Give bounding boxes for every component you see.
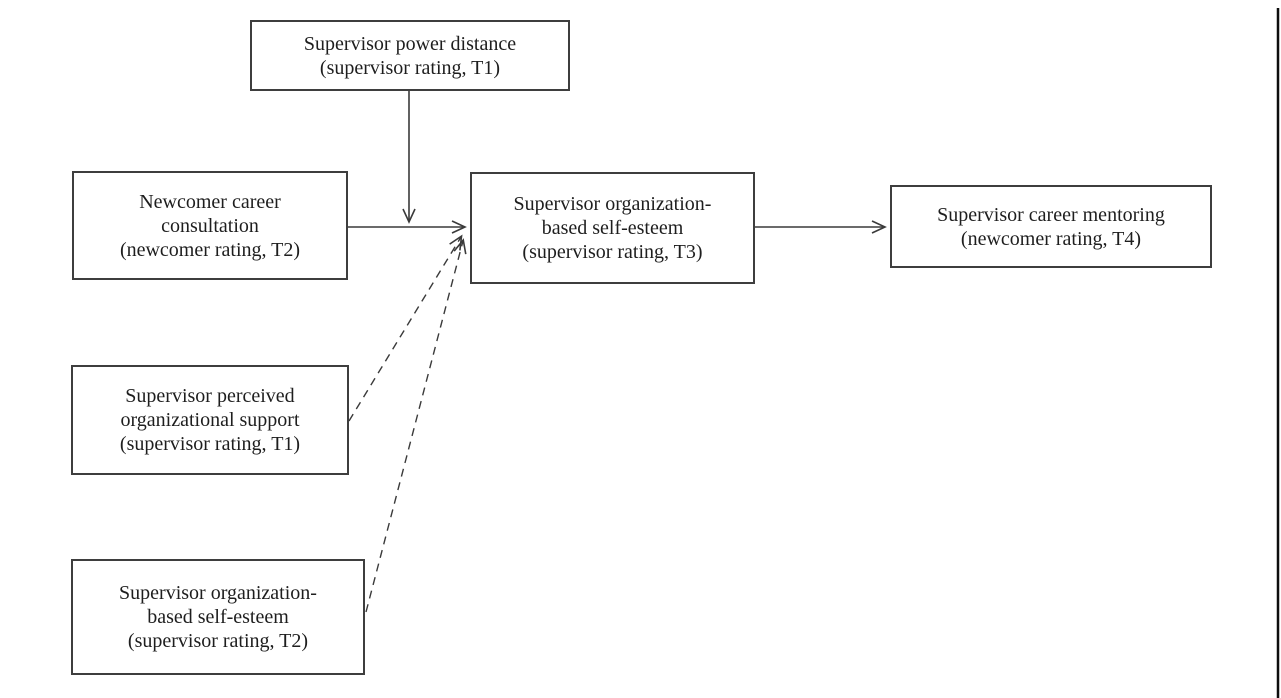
node-supervisor-power-distance: Supervisor power distance (supervisor ra… [250,20,570,91]
node-supervisor-obse-t2: Supervisor organization- based self-este… [71,559,365,675]
node-label-supervisor-career-mentoring: Supervisor career mentoring (newcomer ra… [937,203,1165,250]
node-supervisor-obse-t3: Supervisor organization- based self-este… [470,172,755,284]
node-label-supervisor-obse-t2: Supervisor organization- based self-este… [119,582,317,652]
node-label-supervisor-power-distance: Supervisor power distance (supervisor ra… [303,32,517,79]
node-supervisor-career-mentoring: Supervisor career mentoring (newcomer ra… [890,185,1212,268]
node-newcomer-career-consultation: Newcomer career consultation (newcomer r… [72,171,348,280]
node-label-supervisor-obse-t3: Supervisor organization- based self-este… [513,193,712,263]
node-supervisor-pos-t1: Supervisor perceived organizational supp… [71,365,349,475]
edge-pos-to-obse3-dashed-arrow [348,234,463,422]
node-label-supervisor-pos-t1: Supervisor perceived organizational supp… [119,385,301,455]
node-label-newcomer-career-consultation: Newcomer career consultation (newcomer r… [119,190,301,261]
edge-obse2-to-obse3-dashed-arrow [365,238,467,613]
